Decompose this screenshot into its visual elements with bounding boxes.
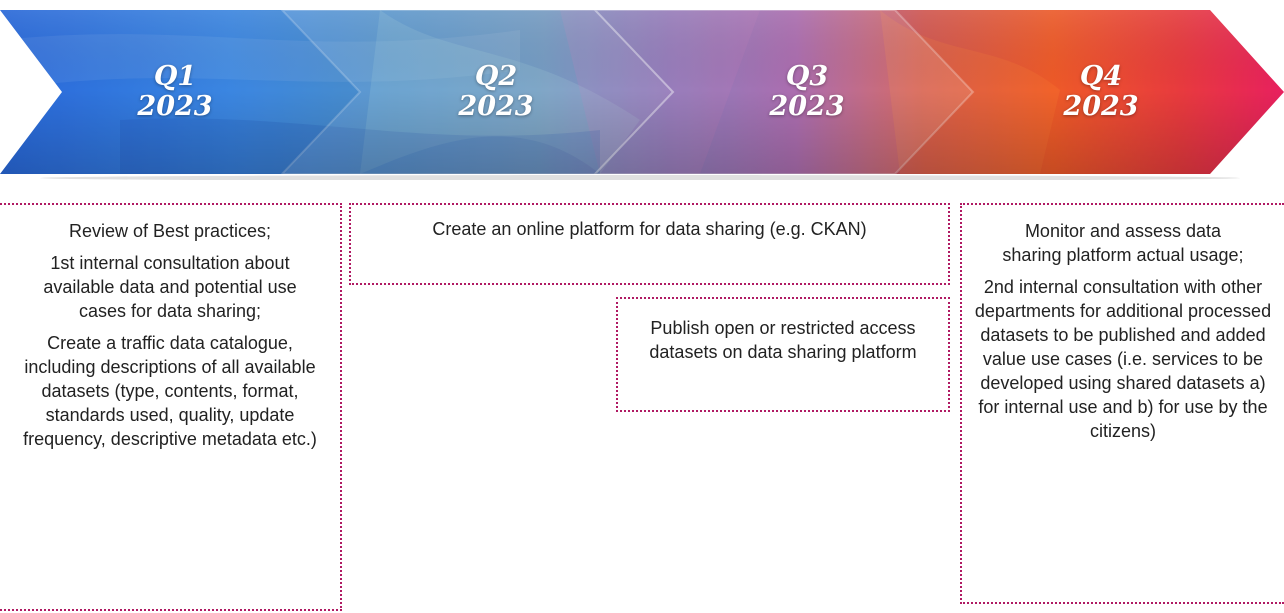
q1-activity-2: 1st internal consultation about availabl…: [43, 253, 297, 321]
quarter-label-q4: Q4 2023: [1031, 62, 1171, 122]
quarter-name: Q3: [785, 61, 829, 92]
quarter-name: Q4: [1079, 61, 1123, 92]
quarter-year: 2023: [769, 91, 845, 122]
q1-activity-1: Review of Best practices;: [68, 221, 272, 241]
q4-activity-2: 2nd internal consultation with other dep…: [974, 277, 1272, 441]
q1-activity-3: Create a traffic data catalogue, includi…: [23, 333, 317, 449]
timeline-banner: [0, 10, 1284, 180]
q1-activities-box: Review of Best practices; 1st internal c…: [0, 203, 342, 611]
q2-q3-activities-box: Create an online platform for data shari…: [349, 203, 950, 285]
quarter-name: Q1: [153, 61, 197, 92]
q3-activities-box: Publish open or restricted access datase…: [616, 297, 950, 412]
quarter-label-q2: Q2 2023: [426, 62, 566, 122]
quarter-year: 2023: [1063, 91, 1139, 122]
q2-q3-activity-1: Create an online platform for data shari…: [432, 219, 867, 239]
q3-activity-1: Publish open or restricted access datase…: [649, 318, 917, 362]
quarter-name: Q2: [474, 61, 518, 92]
q4-activities-box: Monitor and assess data sharing platform…: [960, 203, 1284, 604]
quarter-year: 2023: [137, 91, 213, 122]
quarter-label-q3: Q3 2023: [737, 62, 877, 122]
q4-activity-1: Monitor and assess data sharing platform…: [1002, 221, 1244, 265]
quarter-year: 2023: [458, 91, 534, 122]
quarter-label-q1: Q1 2023: [105, 62, 245, 122]
